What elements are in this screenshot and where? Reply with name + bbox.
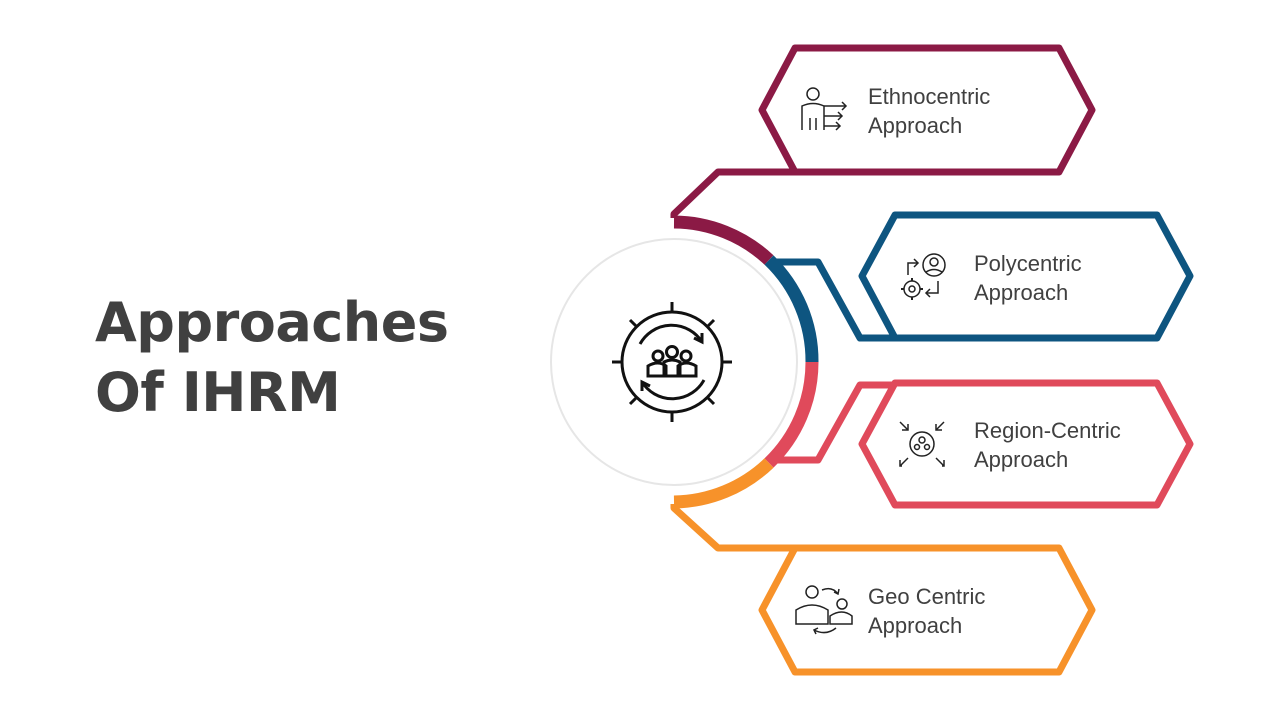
label-polycentric-line1: Polycentric <box>974 251 1082 276</box>
arc-geo-centric <box>673 458 774 509</box>
hexagon-ethnocentric <box>758 44 1096 176</box>
title-line-2: Of IHRM <box>95 361 341 424</box>
label-ethnocentric: Ethnocentric Approach <box>868 82 990 140</box>
label-polycentric: Polycentric Approach <box>974 249 1082 307</box>
people-exchange-icon <box>795 585 853 635</box>
label-region-centric: Region-Centric Approach <box>974 416 1121 474</box>
connector-region-centric <box>772 381 895 464</box>
label-region-centric-line1: Region-Centric <box>974 418 1121 443</box>
center-circle <box>550 238 798 486</box>
label-polycentric-line2: Approach <box>974 280 1069 305</box>
hexagon-region-centric <box>858 379 1194 509</box>
arc-region-centric <box>764 361 819 468</box>
connector-ethnocentric <box>670 168 795 218</box>
connector-polycentric <box>772 258 895 342</box>
person-arrows-icon <box>801 87 848 131</box>
arc-ethnocentric <box>673 215 774 265</box>
hexagon-polycentric <box>858 211 1194 342</box>
gear-team-icon <box>612 302 732 422</box>
hexagon-geo-centric <box>758 544 1096 676</box>
label-region-centric-line2: Approach <box>974 447 1069 472</box>
title-line-1: Approaches <box>95 291 449 354</box>
slide-title: Approaches Of IHRM <box>95 288 449 428</box>
gear-person-cycle-icon <box>901 253 946 300</box>
label-geo-centric: Geo Centric Approach <box>868 582 985 640</box>
label-geo-centric-line1: Geo Centric <box>868 584 986 609</box>
label-geo-centric-line2: Approach <box>868 613 963 638</box>
label-ethnocentric-line1: Ethnocentric <box>868 84 991 109</box>
connector-geo-centric <box>670 504 795 552</box>
group-arrows-icon <box>899 421 945 467</box>
label-ethnocentric-line2: Approach <box>868 113 963 138</box>
arc-polycentric <box>764 255 819 363</box>
